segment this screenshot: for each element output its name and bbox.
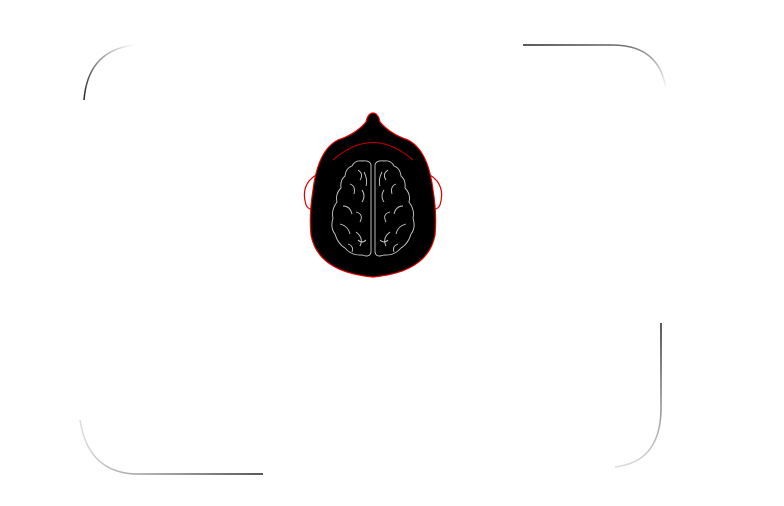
frame-corner-bottom-left <box>79 419 263 475</box>
frame-corner-top-right <box>523 44 667 91</box>
rounded-frame <box>79 44 667 475</box>
brain-right-hemisphere <box>374 160 415 257</box>
head-silhouette <box>309 112 437 278</box>
frame-corner-top-left <box>83 44 136 101</box>
frame-corner-bottom-right <box>614 323 662 468</box>
forehead-arc <box>332 141 414 161</box>
head-brain-icon <box>303 112 443 278</box>
brain-icon <box>331 160 415 257</box>
brain-left-hemisphere <box>331 160 372 257</box>
brain-folds-left <box>339 169 368 253</box>
brain-folds-right <box>378 169 407 253</box>
